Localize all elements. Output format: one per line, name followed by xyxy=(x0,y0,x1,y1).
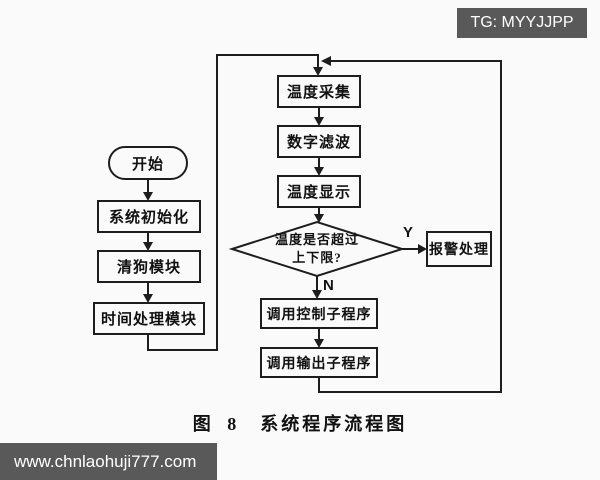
node-call-control-label: 调用控制子程序 xyxy=(266,307,372,323)
loop-right-return xyxy=(318,60,502,393)
figure-caption: 图 8 系统程序流程图 xyxy=(0,410,600,436)
node-temp-collect-label: 温度采集 xyxy=(286,85,351,101)
arrowhead-down xyxy=(143,294,153,303)
node-alarm-handle-label: 报警处理 xyxy=(429,243,489,258)
telegram-watermark-badge: TG: MYYJJPP xyxy=(457,8,587,38)
telegram-watermark-text: TG: MYYJJPP xyxy=(470,14,574,31)
node-system-init-label: 系统初始化 xyxy=(108,210,189,226)
decision-diamond-shape xyxy=(228,220,406,278)
decision-yes-label: Y xyxy=(403,224,414,241)
node-digital-filter-label: 数字滤波 xyxy=(286,135,351,151)
arrowhead-down xyxy=(143,242,153,251)
node-temp-display: 温度显示 xyxy=(277,175,361,208)
arrowhead-down xyxy=(314,117,324,126)
node-digital-filter: 数字滤波 xyxy=(277,125,361,158)
node-watchdog-module-label: 清狗模块 xyxy=(116,260,181,276)
node-start: 开始 xyxy=(108,146,188,180)
arrowhead-left xyxy=(321,56,331,66)
loop-left-branch xyxy=(147,54,319,351)
node-decision-limit-check: 温度是否超过 上下限? xyxy=(247,227,387,271)
decision-text-line1: 温度是否超过 xyxy=(274,232,359,248)
figure-number: 图 8 xyxy=(192,414,243,434)
node-system-init: 系统初始化 xyxy=(97,200,201,233)
arrowhead-down xyxy=(314,214,324,223)
decision-text-line2: 上下限? xyxy=(292,250,342,265)
arrowhead-down xyxy=(314,339,324,348)
website-watermark-text: www.chnlaohuji777.com xyxy=(14,451,197,471)
arrowhead-down xyxy=(312,290,322,299)
node-alarm-handle: 报警处理 xyxy=(426,231,492,267)
arrowhead-down xyxy=(314,167,324,176)
figure-title: 系统程序流程图 xyxy=(260,414,408,434)
arrowhead-right xyxy=(418,244,427,254)
node-call-output-label: 调用输出子程序 xyxy=(266,356,372,372)
arrowhead-down xyxy=(313,67,323,76)
node-temp-collect: 温度采集 xyxy=(277,75,361,108)
node-watchdog-module: 清狗模块 xyxy=(97,250,201,283)
node-time-process-module-label: 时间处理模块 xyxy=(100,312,197,328)
arrowhead-down xyxy=(143,192,153,201)
node-temp-display-label: 温度显示 xyxy=(286,185,351,201)
node-call-control-subroutine: 调用控制子程序 xyxy=(260,298,378,329)
node-time-process-module: 时间处理模块 xyxy=(93,302,205,335)
node-start-label: 开始 xyxy=(131,156,164,173)
node-call-output-subroutine: 调用输出子程序 xyxy=(260,347,378,378)
website-watermark-badge: www.chnlaohuji777.com xyxy=(0,443,217,480)
decision-no-label: N xyxy=(323,277,334,294)
